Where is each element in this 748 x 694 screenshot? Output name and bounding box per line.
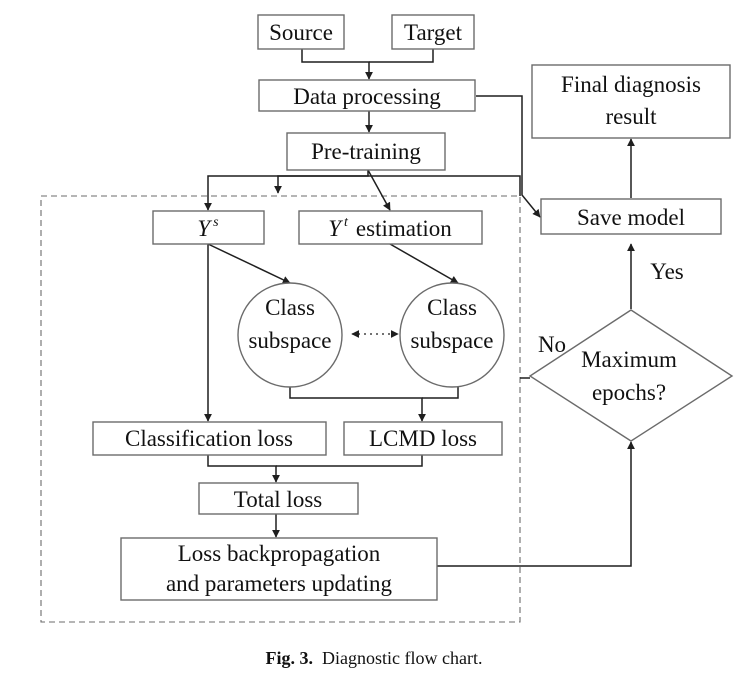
arrow-backprop-to-maximum-epochs — [437, 441, 635, 567]
total-loss-node: Total loss — [198, 482, 359, 515]
ys-symbol: Y — [197, 216, 212, 241]
source-node: Source — [257, 14, 345, 50]
arrow-pre-training-to-save-model-route — [368, 175, 521, 196]
arrow-pre-training-branch — [274, 175, 368, 194]
arrow-source-to-data-processing — [301, 49, 373, 80]
maximum-epochs-node: Maximum epochs? — [528, 309, 734, 442]
arrow-subspaces-to-lcmd-loss — [289, 386, 426, 422]
yes-label: Yes — [650, 259, 684, 284]
lcmd-loss-node: LCMD loss — [343, 421, 503, 456]
arrow-ys-to-class-subspace — [207, 243, 291, 284]
ys-superscript: s — [213, 215, 219, 230]
save-model-label: Save model — [577, 205, 685, 230]
backprop-line2: and parameters updating — [166, 571, 393, 596]
final-result-line1: Final diagnosis — [561, 72, 701, 97]
arrow-target-to-data-processing — [369, 49, 434, 63]
training-loop-region — [40, 195, 521, 623]
svg-text:Ys: Ys — [197, 215, 219, 241]
line-right-subspace-down — [422, 386, 459, 399]
no-label: No — [538, 332, 566, 357]
class-subspace-right-node: Class subspace — [399, 282, 505, 388]
yt-superscript: t — [344, 215, 349, 230]
caption-label: Fig. 3. — [265, 648, 314, 668]
class-subspace-left-line1: Class — [265, 295, 315, 320]
maximum-epochs-line2: epochs? — [592, 380, 666, 405]
lcmd-loss-label: LCMD loss — [369, 426, 477, 451]
final-result-node: Final diagnosis result — [531, 64, 731, 139]
backprop-line1: Loss backpropagation — [178, 541, 381, 566]
data-processing-label: Data processing — [293, 84, 441, 109]
yt-symbol: Y — [328, 216, 343, 241]
connectors — [204, 49, 635, 567]
class-subspace-left-line2: subspace — [248, 328, 331, 353]
target-node: Target — [391, 14, 475, 50]
pre-training-label: Pre-training — [311, 139, 421, 164]
class-subspace-right-line1: Class — [427, 295, 477, 320]
arrow-data-processing-to-save-model — [476, 95, 541, 218]
caption-text: Diagnostic flow chart. — [322, 648, 483, 668]
backprop-node: Loss backpropagation and parameters upda… — [120, 537, 438, 601]
target-label: Target — [404, 20, 463, 45]
pre-training-node: Pre-training — [286, 132, 446, 171]
classification-loss-label: Classification loss — [125, 426, 293, 451]
arrow-losses-to-total-loss — [207, 455, 280, 483]
source-label: Source — [269, 20, 333, 45]
final-result-line2: result — [605, 104, 657, 129]
classification-loss-node: Classification loss — [92, 421, 327, 456]
yt-estimation-label: estimation — [356, 216, 452, 241]
class-subspace-left-node: Class subspace — [237, 282, 343, 388]
line-lcmd-to-total — [276, 455, 423, 467]
figure-caption: Fig. 3. Diagnostic flow chart. — [0, 648, 748, 669]
total-loss-label: Total loss — [234, 487, 323, 512]
arrow-yt-to-class-subspace — [389, 243, 459, 284]
flow-chart: Source Target Data processing Pre-traini… — [40, 14, 734, 623]
class-subspace-right-line2: subspace — [410, 328, 493, 353]
data-processing-node: Data processing — [258, 79, 476, 112]
maximum-epochs-line1: Maximum — [581, 347, 677, 372]
save-model-node: Save model — [540, 198, 722, 235]
